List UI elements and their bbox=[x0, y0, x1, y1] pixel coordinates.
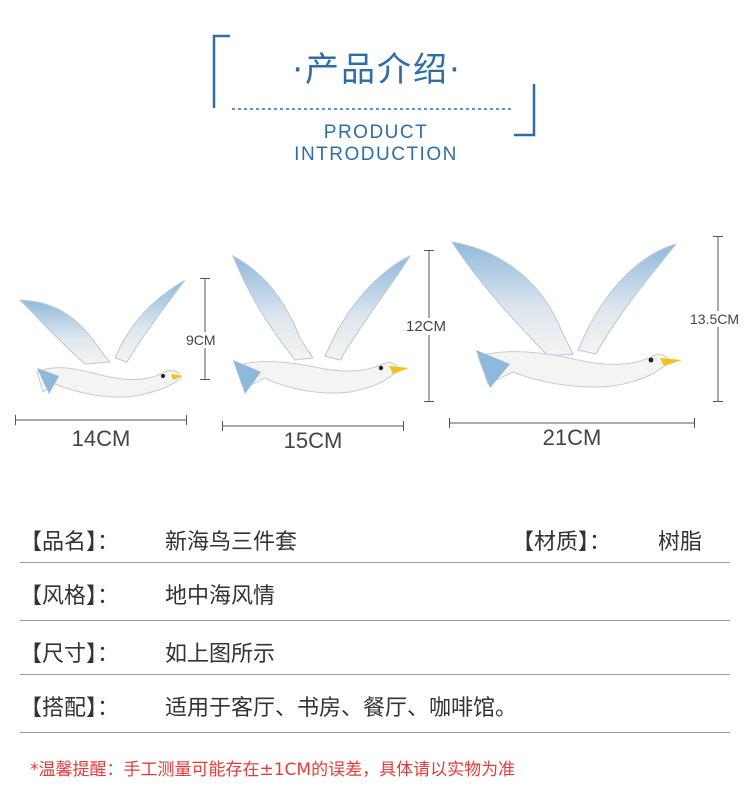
header-right-bracket bbox=[514, 84, 536, 137]
seagull-large-image bbox=[450, 241, 682, 388]
width-label-small: 14CM bbox=[71, 426, 131, 451]
header-dotted-divider bbox=[232, 108, 514, 110]
spec-row-size: 【尺寸】： 如上图所示 bbox=[0, 622, 750, 678]
spec-row-style: 【风格】： 地中海风情 bbox=[0, 564, 750, 620]
spec-key-size: 【尺寸】： bbox=[20, 642, 120, 667]
spec-value-match: 适用于客厅、书房、餐厅、咖啡馆。 bbox=[165, 696, 518, 721]
height-label-small: 9CM bbox=[186, 332, 216, 348]
spec-value-material: 树脂 bbox=[658, 530, 703, 555]
height-label-large: 13.5CM bbox=[690, 311, 740, 327]
seagull-medium-image bbox=[232, 254, 412, 394]
measurement-warning-note: *温馨提醒：手工测量可能存在±1CM的误差，具体请以实物为准 bbox=[30, 760, 516, 780]
section-title: ·产品介绍· bbox=[292, 50, 462, 90]
spec-value-name: 新海鸟三件套 bbox=[165, 530, 298, 555]
spec-key-material: 【材质】： bbox=[512, 530, 612, 555]
row-divider bbox=[20, 732, 730, 733]
header-left-bracket bbox=[212, 34, 230, 108]
width-indicator-medium bbox=[222, 421, 404, 431]
section-subtitle: PRODUCT INTRODUCTION bbox=[294, 122, 458, 165]
row-divider bbox=[20, 620, 730, 621]
spec-key-name: 【品名】： bbox=[20, 530, 120, 555]
row-divider bbox=[20, 674, 730, 675]
width-label-large: 21CM bbox=[542, 425, 602, 450]
spec-row-name: 【品名】： 新海鸟三件套 【材质】： 树脂 bbox=[0, 510, 750, 566]
spec-row-match: 【搭配】： 适用于客厅、书房、餐厅、咖啡馆。 bbox=[0, 676, 750, 732]
width-indicator-small bbox=[15, 415, 187, 425]
width-indicator-large bbox=[449, 418, 695, 428]
row-divider bbox=[20, 562, 730, 563]
height-indicator-small bbox=[200, 278, 210, 380]
width-label-medium: 15CM bbox=[283, 428, 343, 453]
spec-value-style: 地中海风情 bbox=[165, 584, 276, 609]
height-label-medium: 12CM bbox=[406, 318, 447, 335]
spec-value-size: 如上图所示 bbox=[165, 642, 276, 667]
seagull-small-image bbox=[18, 279, 186, 398]
spec-key-style: 【风格】： bbox=[20, 584, 120, 609]
spec-key-match: 【搭配】： bbox=[20, 696, 120, 721]
